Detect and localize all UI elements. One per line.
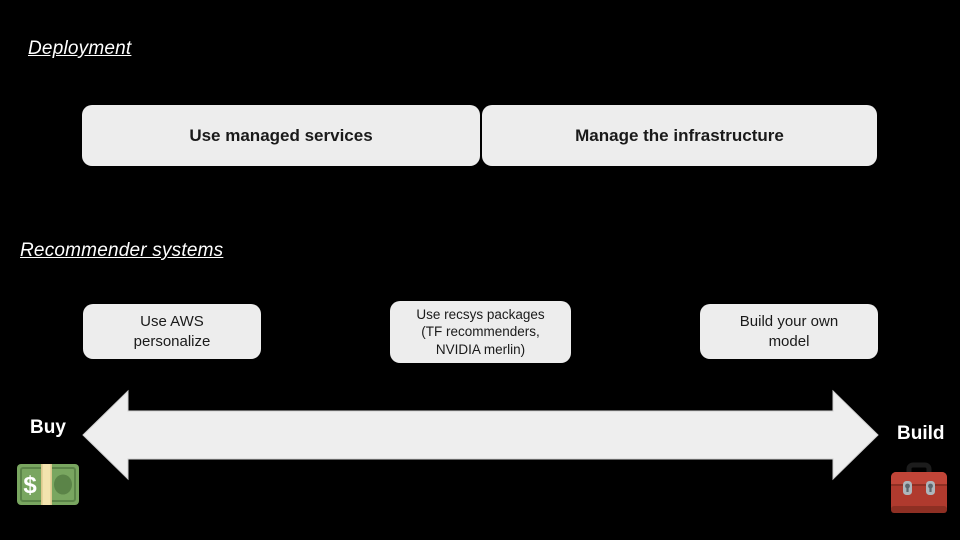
double-arrow-shape bbox=[82, 389, 879, 481]
recsys-packages-label: Use recsys packages (TF recommenders, NV… bbox=[416, 306, 545, 357]
use-managed-services-label: Use managed services bbox=[189, 125, 373, 145]
aws-personalize-label: Use AWS personalize bbox=[133, 313, 211, 350]
toolbox-clasp-right bbox=[926, 481, 935, 495]
build-own-model-box: Build your own model bbox=[700, 304, 878, 359]
buy-label: Buy bbox=[30, 417, 66, 438]
use-managed-services-box: Use managed services bbox=[82, 105, 480, 166]
build-own-model-label: Build your own model bbox=[739, 313, 839, 350]
recsys-packages-box: Use recsys packages (TF recommenders, NV… bbox=[390, 301, 571, 363]
toolbox-icon bbox=[891, 462, 947, 513]
toolbox-clasp-left bbox=[903, 481, 912, 495]
deployment-section-title: Deployment bbox=[28, 38, 132, 59]
dollar-banknote-icon: $ bbox=[17, 464, 79, 505]
build-label: Build bbox=[897, 423, 945, 444]
recsys-section-title: Recommender systems bbox=[20, 240, 224, 261]
aws-personalize-box: Use AWS personalize bbox=[83, 304, 261, 359]
svg-text:$: $ bbox=[23, 472, 37, 499]
manage-infrastructure-box: Manage the infrastructure bbox=[482, 105, 877, 166]
manage-infrastructure-label: Manage the infrastructure bbox=[575, 125, 784, 145]
